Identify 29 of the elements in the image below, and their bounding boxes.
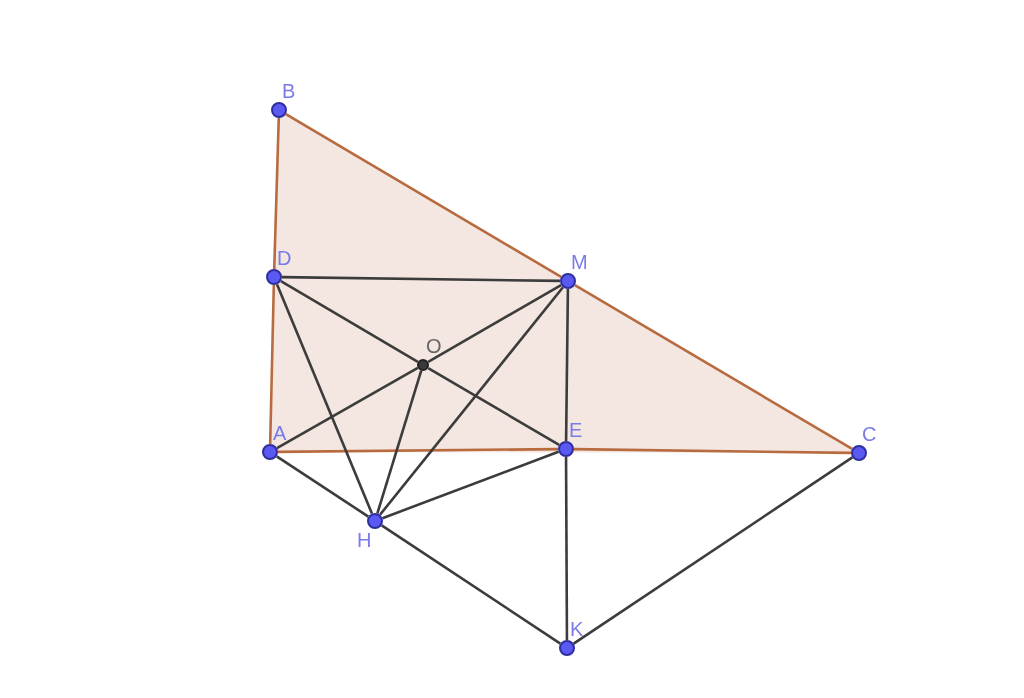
line-segment: [380, 524, 562, 645]
point-label: B: [282, 80, 296, 102]
line-segment: [574, 447, 851, 455]
line-segment: [564, 457, 569, 640]
point-label: M: [571, 251, 588, 273]
line-segment: [572, 456, 854, 645]
line-segment: [280, 279, 419, 364]
line-segment: [285, 112, 562, 279]
point-label: D: [277, 247, 292, 269]
point-label: H: [357, 529, 372, 551]
line-segment: [382, 450, 559, 520]
line-segment: [427, 283, 562, 364]
line-segment: [282, 275, 560, 283]
point-label: K: [570, 618, 584, 640]
point-label: O: [426, 335, 442, 357]
line-segment: [376, 370, 423, 514]
line-segment: [268, 284, 276, 445]
line-segment: [564, 289, 570, 441]
line-segment: [379, 286, 564, 516]
line-segment: [427, 366, 560, 447]
line-segment: [574, 283, 853, 451]
point-label: C: [862, 423, 877, 445]
line-segment: [278, 447, 558, 454]
line-segment: [275, 283, 374, 515]
point-label: A: [273, 422, 287, 444]
line-segment: [272, 117, 281, 270]
line-segment: [276, 366, 419, 450]
line-segment: [275, 455, 370, 518]
point-label: E: [569, 419, 583, 441]
